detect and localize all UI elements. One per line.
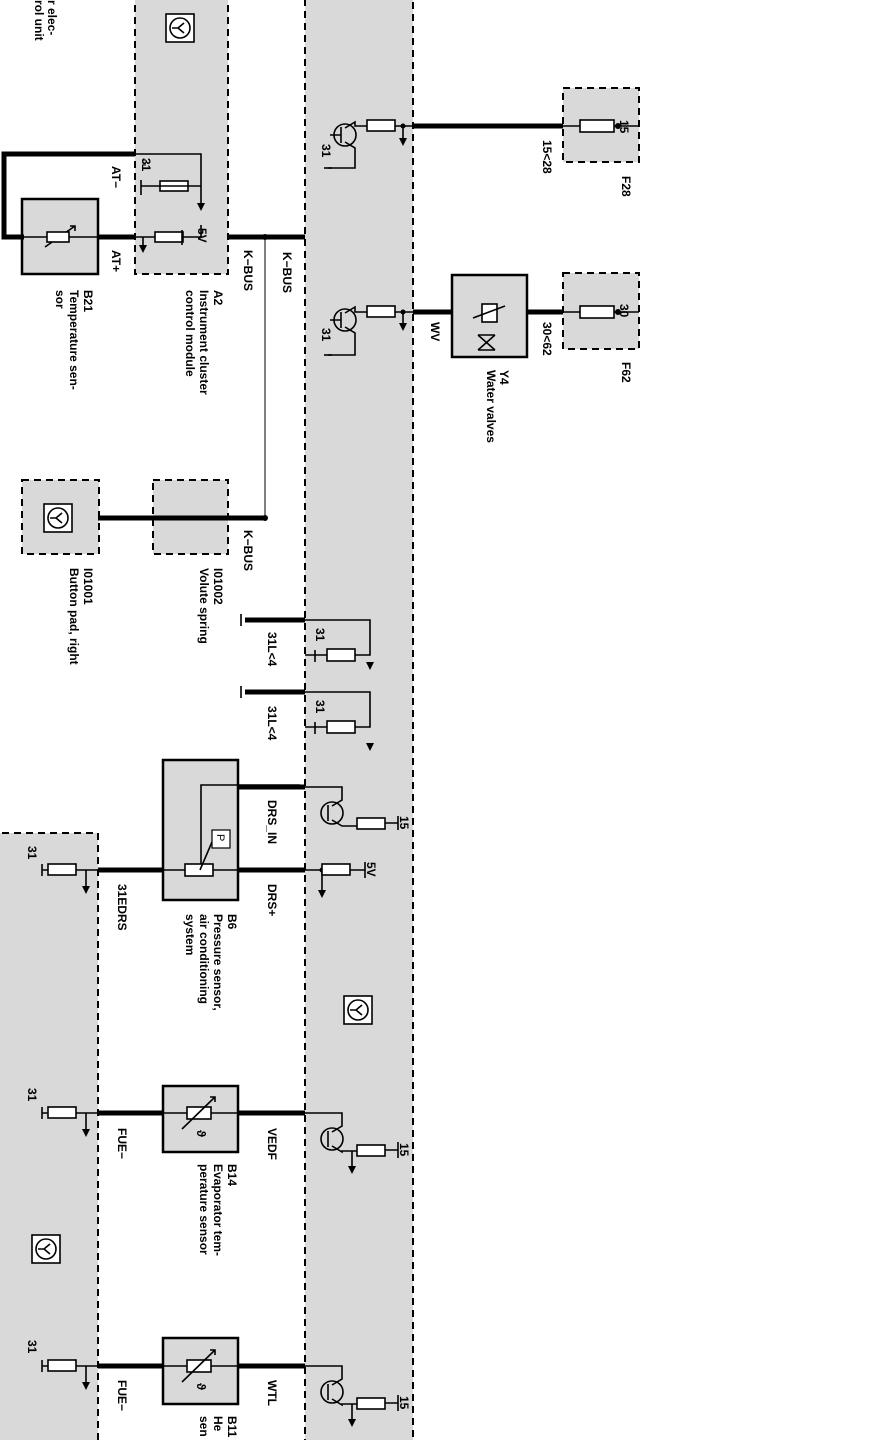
fue-label-1: FUE− — [115, 1128, 129, 1159]
at-plus-label: AT+ — [109, 250, 123, 272]
ecu-icon — [165, 13, 195, 43]
kbus-label-1: K−BUS — [241, 250, 255, 291]
b11-sensor — [161, 1336, 240, 1406]
pin-15-b11: 15 — [397, 1396, 411, 1410]
drs-in-label: DRS_IN — [265, 800, 279, 844]
ecu-icon — [31, 1234, 61, 1264]
at-minus-label: AT− — [109, 166, 123, 188]
pressure-symbol: P — [214, 834, 226, 841]
pin-31-b14: 31 — [25, 1088, 39, 1102]
i01001-id: I01001 — [81, 568, 95, 605]
b11-id: B11 — [225, 1416, 239, 1438]
pin-31-drs: 31 — [25, 846, 39, 860]
theta-b14: ϑ — [194, 1130, 208, 1137]
f28-id: F28 — [619, 176, 633, 197]
drs-plus-label: DRS+ — [265, 884, 279, 916]
ground-31l4-a: 31L<4 — [265, 632, 279, 667]
a2-instrument-cluster-box — [134, 0, 229, 275]
pin-31-ground-2: 31 — [313, 700, 327, 714]
i01002-description: Volute spring — [197, 568, 211, 644]
f62-pin-30: 30 — [617, 304, 631, 318]
wtl-label: WTL — [265, 1380, 279, 1406]
a2-name-fragment-2: rol unit — [32, 0, 46, 41]
lower-module-box — [0, 832, 99, 1440]
b21-description-2: sor — [53, 290, 67, 309]
a2-description-1: Instrument cluster — [197, 290, 211, 395]
a2-name-fragment-1: r elec- — [45, 0, 59, 35]
b14-description-1: Evaporator tem- — [211, 1164, 225, 1256]
fue-label-2: FUE− — [115, 1380, 129, 1411]
b14-description-2: perature sensor — [197, 1164, 211, 1255]
b11-description-1: He — [211, 1416, 225, 1432]
b21-id: B21 — [81, 290, 95, 312]
i01002-id: I01002 — [211, 568, 225, 605]
b11-description-2: sen — [197, 1416, 211, 1437]
b14-evaporator-sensor — [161, 1084, 240, 1154]
y4-id: Y4 — [497, 370, 511, 385]
pin-31-b11: 31 — [25, 1340, 39, 1354]
wire-31edrs: 31EDRS — [115, 884, 129, 931]
a2-id: A2 — [211, 290, 225, 306]
f62-wire-label: 30<62 — [540, 322, 554, 356]
a2-description-2: control module — [183, 290, 197, 377]
wv-wire-label: WV — [428, 322, 442, 341]
ecu-icon — [43, 503, 73, 533]
theta-b11: ϑ — [194, 1383, 208, 1390]
b6-id: B6 — [225, 914, 239, 930]
i01001-description: Button pad, right — [67, 568, 81, 665]
b6-description-2: air conditioning — [197, 914, 211, 1004]
b6-description-3: system — [183, 914, 197, 955]
f62-id: F62 — [619, 362, 633, 383]
b14-id: B14 — [225, 1164, 239, 1186]
pin-31-transistor-1: 31 — [319, 144, 333, 158]
kbus-label-3: K−BUS — [241, 530, 255, 571]
f28-pin-15: 15 — [617, 120, 631, 134]
ihka-control-module-box — [304, 0, 414, 1440]
f28-wire-label: 15<28 — [540, 140, 554, 174]
b21-description-1: Temperature sen- — [67, 290, 81, 390]
pin-5v-drs: 5V — [364, 862, 378, 877]
pin-31-a2: 31 — [139, 158, 153, 172]
ground-31l4-b: 31L<4 — [265, 706, 279, 741]
kbus-label-2: K−BUS — [280, 252, 294, 293]
pin-15-drs: 15 — [397, 816, 411, 830]
pin-15-b14: 15 — [397, 1143, 411, 1157]
b6-description-1: Pressure sensor, — [211, 914, 225, 1011]
pin-31-ground-1: 31 — [313, 628, 327, 642]
y4-description: Water valves — [484, 370, 498, 443]
ecu-icon — [343, 995, 373, 1025]
pin-5v-a2: 5V — [195, 228, 209, 243]
pin-31-transistor-2: 31 — [319, 328, 333, 342]
vedf-label: VEDF — [265, 1128, 279, 1160]
